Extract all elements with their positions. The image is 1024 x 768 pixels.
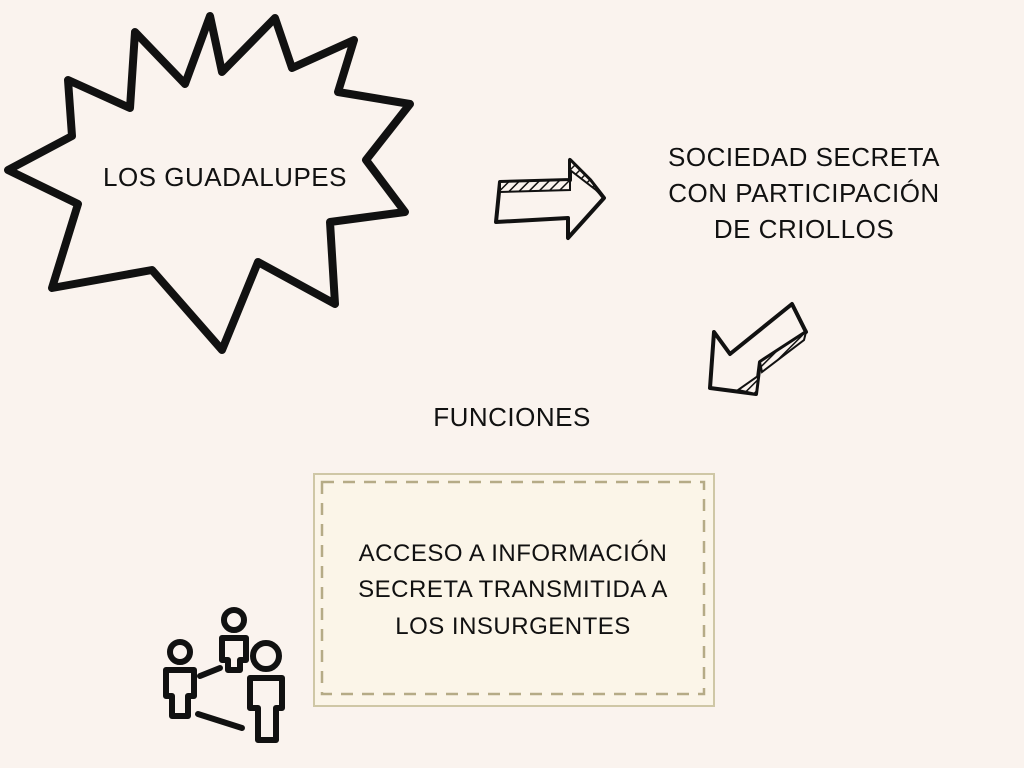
- starburst-shape: [4, 12, 414, 354]
- people-network-icon: [163, 607, 285, 743]
- function-note-label: ACCESO A INFORMACIÓN SECRETA TRANSMITIDA…: [358, 540, 668, 640]
- definition-label: SOCIEDAD SECRETA CON PARTICIPACIÓN DE CR…: [668, 142, 940, 244]
- functions-heading: FUNCIONES: [433, 402, 591, 432]
- arrow-right-icon: [494, 157, 606, 240]
- arrow-down-left-icon: [708, 302, 808, 396]
- function-note-card: [313, 473, 715, 707]
- starburst-label: LOS GUADALUPES: [103, 162, 347, 192]
